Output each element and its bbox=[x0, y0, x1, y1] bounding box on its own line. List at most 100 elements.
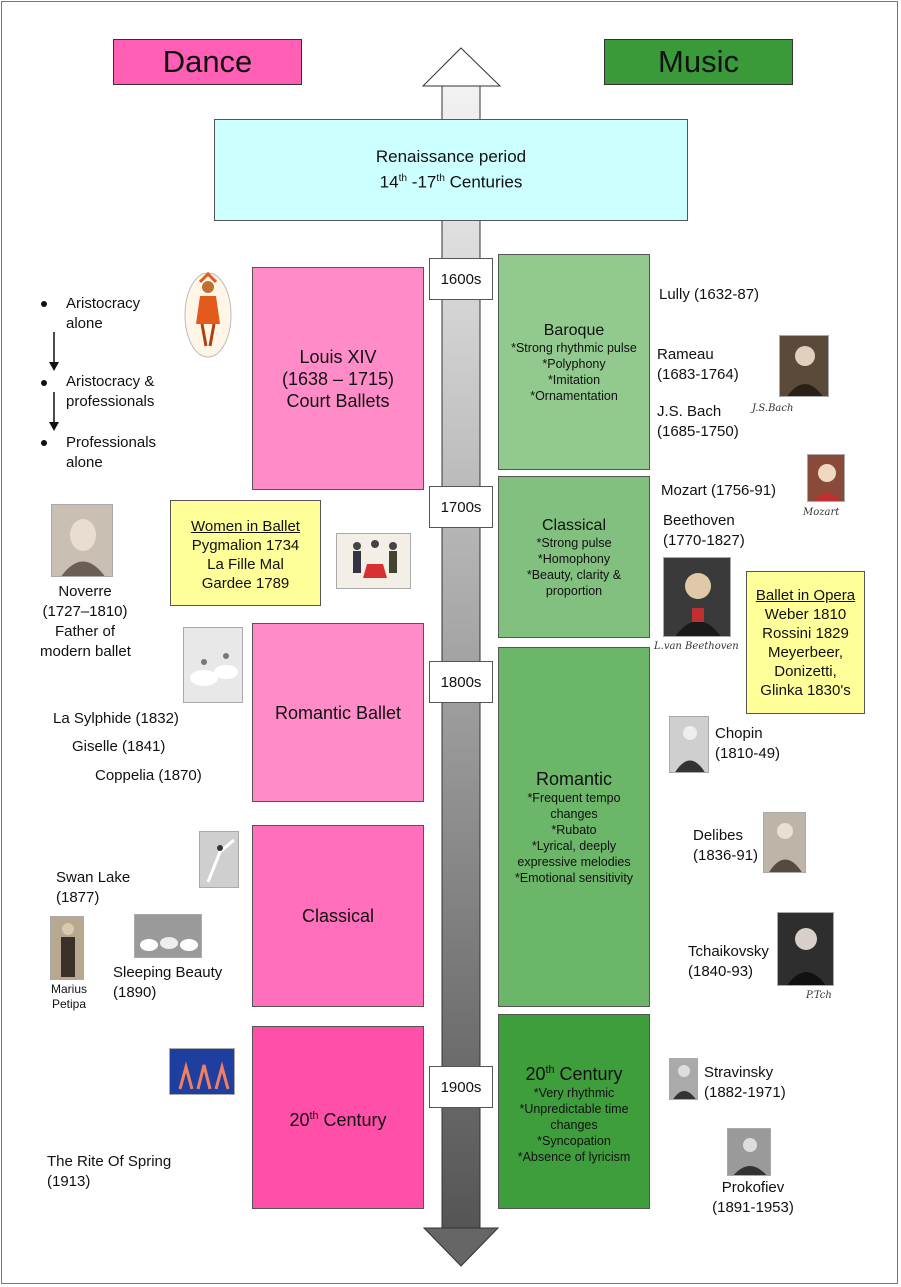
rite-of-spring: The Rite Of Spring(1913) bbox=[47, 1153, 172, 1190]
music-20th-title: 20th Century bbox=[525, 1063, 623, 1084]
classical-trait: *Homophony bbox=[537, 551, 611, 566]
romantic-trait: changes bbox=[550, 807, 598, 821]
20th-trait: *Syncopation bbox=[537, 1133, 611, 1148]
composer-stravinsky: Stravinsky(1882-1971) bbox=[704, 1064, 786, 1101]
composer-lully: Lully (1632-87) bbox=[659, 286, 760, 303]
chopin-portrait bbox=[669, 716, 709, 773]
music-20th-box: 20th Century *Very rhythmic *Unpredictab… bbox=[498, 1014, 650, 1209]
prokofiev-portrait bbox=[727, 1128, 771, 1176]
baroque-trait: *Strong rhythmic pulse bbox=[511, 340, 637, 355]
music-romantic-box: Romantic *Frequent tempo changes *Rubato… bbox=[498, 647, 650, 1007]
marius-petipa-portrait bbox=[50, 916, 84, 980]
mozart-signature: Mozart bbox=[803, 507, 840, 518]
baroque-trait: *Ornamentation bbox=[530, 388, 618, 403]
ballet-in-opera-note: Ballet in Opera Weber 1810 Rossini 1829 … bbox=[746, 571, 865, 714]
romantic-trait: *Emotional sensitivity bbox=[514, 871, 634, 885]
classical-trait: proportion bbox=[545, 583, 603, 598]
down-arrow-icon bbox=[49, 332, 59, 371]
delibes-portrait bbox=[763, 812, 806, 873]
baroque-trait: *Polyphony bbox=[542, 356, 606, 371]
noverre-portrait bbox=[51, 504, 113, 577]
romantic-trait: *Lyrical, deeply bbox=[531, 839, 617, 853]
dance-header-label: Dance bbox=[162, 44, 253, 79]
bullet-dot bbox=[41, 301, 47, 307]
music-header: Music bbox=[604, 39, 793, 85]
renaissance-box: Renaissance period 14th -17th Centuries bbox=[214, 119, 688, 221]
century-1600s: 1600s bbox=[429, 258, 493, 300]
louis-line2: (1638 – 1715) bbox=[281, 368, 395, 389]
romantic-trait: *Rubato bbox=[551, 823, 597, 837]
20th-trait: *Absence of lyricism bbox=[517, 1149, 631, 1164]
opera-note-line: Weber 1810 bbox=[764, 606, 847, 623]
baroque-title: Baroque bbox=[543, 321, 605, 339]
women-in-ballet-note: Women in Ballet Pygmalion 1734 La Fille … bbox=[170, 500, 321, 606]
aristocracy-item-2: Aristocracy &professionals bbox=[66, 373, 155, 410]
modern-dance-picture bbox=[169, 1048, 235, 1095]
bullet-dot bbox=[41, 380, 47, 386]
arrow-down-head bbox=[422, 1227, 500, 1267]
la-sylphide: La Sylphide (1832) bbox=[53, 710, 179, 727]
romantic-ballet-picture bbox=[183, 627, 243, 703]
opera-note-title: Ballet in Opera bbox=[755, 587, 856, 604]
stravinsky-portrait bbox=[669, 1058, 698, 1100]
baroque-trait: *Imitation bbox=[547, 372, 601, 387]
composer-delibes: Delibes(1836-91) bbox=[693, 827, 759, 864]
composer-tchaikovsky: Tchaikovsky(1840-93) bbox=[688, 943, 769, 980]
beethoven-portrait bbox=[663, 557, 731, 637]
20th-trait: changes bbox=[550, 1117, 598, 1132]
opera-note-line: Donizetti, bbox=[774, 663, 837, 680]
swan-lake: Swan Lake(1877) bbox=[56, 869, 131, 906]
sleeping-beauty: Sleeping Beauty(1890) bbox=[113, 964, 223, 1001]
tchaikovsky-portrait bbox=[777, 912, 834, 986]
bach-signature: J.S.Bach bbox=[752, 403, 794, 414]
louis-line3: Court Ballets bbox=[286, 390, 390, 411]
composer-beethoven: Beethoven(1770-1827) bbox=[663, 512, 745, 549]
bach-portrait bbox=[779, 335, 829, 397]
classical-label: Classical bbox=[301, 906, 375, 926]
women-note-line: Gardee 1789 bbox=[201, 575, 290, 592]
renaissance-line2: 14th -17th Centuries bbox=[379, 172, 523, 192]
century-1800s: 1800s bbox=[429, 661, 493, 703]
bullet-dot bbox=[41, 440, 47, 446]
20th-trait: *Unpredictable time bbox=[519, 1101, 629, 1116]
romantic-trait: expressive melodies bbox=[517, 855, 631, 869]
dance-classical-box: Classical bbox=[252, 825, 424, 1007]
renaissance-line1: Renaissance period bbox=[375, 147, 527, 167]
century-1700s: 1700s bbox=[429, 486, 493, 528]
composer-chopin: Chopin(1810-49) bbox=[715, 725, 781, 762]
arrow-up-head bbox=[421, 47, 502, 87]
music-classical-box: Classical *Strong pulse *Homophony *Beau… bbox=[498, 476, 650, 638]
composer-prokofiev: Prokofiev(1891-1953) bbox=[712, 1179, 794, 1216]
opera-note-line: Meyerbeer, bbox=[767, 644, 844, 661]
mozart-portrait bbox=[807, 454, 845, 502]
classical-trait: *Strong pulse bbox=[536, 535, 612, 550]
20th-trait: *Very rhythmic bbox=[533, 1085, 615, 1100]
composer-rameau: Rameau(1683-1764) bbox=[657, 346, 739, 383]
giselle: Giselle (1841) bbox=[72, 738, 166, 755]
swan-lake-picture bbox=[199, 831, 239, 888]
dance-20th-box: 20th Century bbox=[252, 1026, 424, 1209]
opera-note-line: Rossini 1829 bbox=[762, 625, 849, 642]
music-header-label: Music bbox=[658, 44, 739, 79]
dance-louis-box: Louis XIV (1638 – 1715) Court Ballets bbox=[252, 267, 424, 490]
dance-romantic-box: Romantic Ballet bbox=[252, 623, 424, 802]
opera-note-line: Glinka 1830's bbox=[760, 682, 851, 699]
tchaikovsky-signature: P.Tch bbox=[806, 990, 832, 1001]
women-note-line: Pygmalion 1734 bbox=[191, 537, 300, 554]
classical-music-title: Classical bbox=[541, 516, 606, 534]
coppelia: Coppelia (1870) bbox=[95, 767, 202, 784]
louis-line1: Louis XIV bbox=[299, 346, 377, 367]
composer-bach: J.S. Bach(1685-1750) bbox=[657, 403, 739, 440]
sleeping-beauty-picture bbox=[134, 914, 202, 958]
century-1900s: 1900s bbox=[429, 1066, 493, 1108]
women-note-line: La Fille Mal bbox=[207, 556, 284, 573]
down-arrow-icon bbox=[49, 392, 59, 431]
beethoven-signature: L.van Beethoven bbox=[654, 641, 739, 652]
romantic-music-title: Romantic bbox=[535, 769, 613, 789]
romantic-ballet-label: Romantic Ballet bbox=[274, 702, 402, 723]
